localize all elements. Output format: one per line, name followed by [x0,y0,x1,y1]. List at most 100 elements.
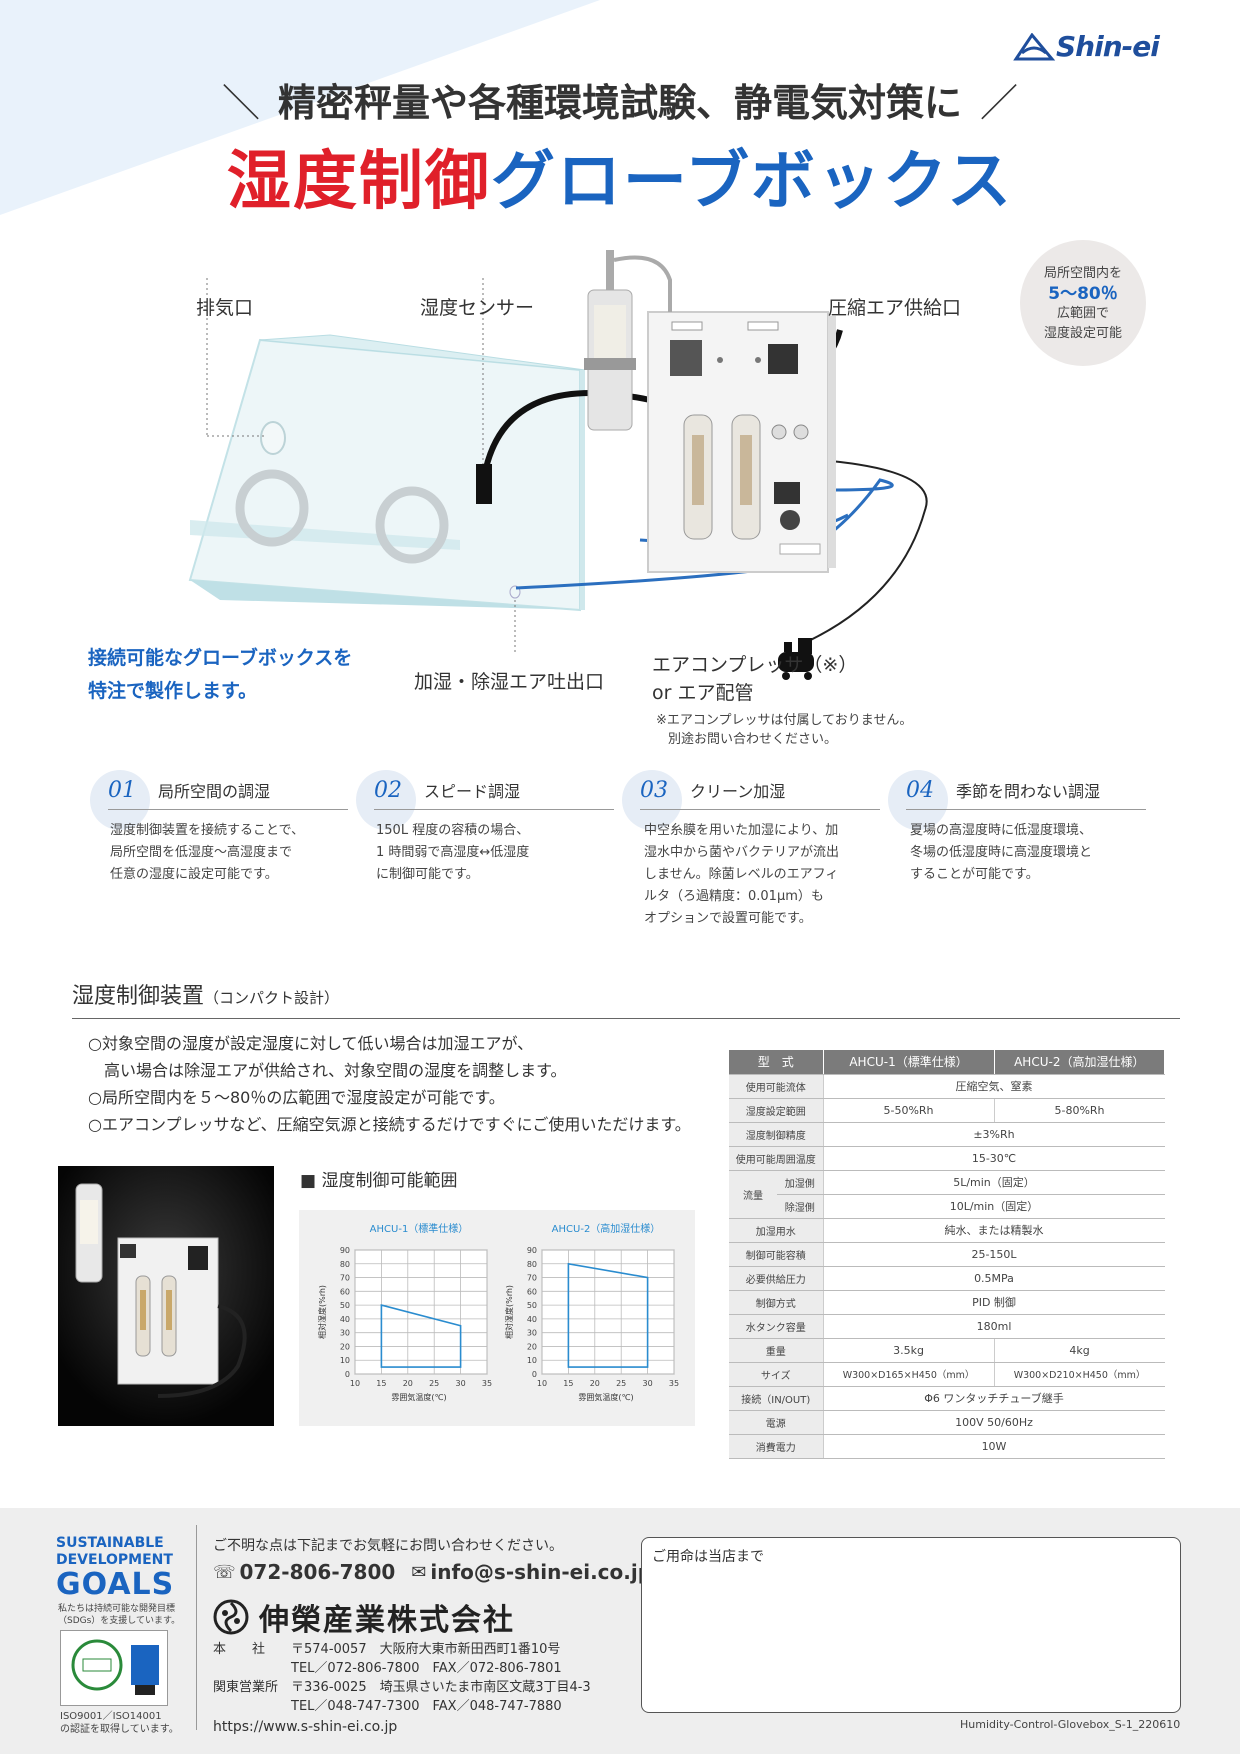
y-tick-label: 0 [532,1370,537,1379]
title-red-part: 湿度制御 [226,145,491,219]
table-row: 消費電力 10W [729,1434,1165,1459]
spec-subkey: 除湿側 [777,1194,823,1219]
y-tick-label: 80 [340,1260,350,1269]
hq-address: 〒574-0057 大阪府大東市新田西町1番10号 [291,1642,561,1657]
y-tick-label: 70 [527,1274,537,1283]
spec-value: 5-50%Rh [822,1098,995,1123]
bullet-item: ○局所空間内を５～80％の広範囲で湿度設定が可能です。 [88,1088,505,1107]
feature-title: スピード調湿 [424,782,521,801]
sdg-line1: SUSTAINABLE [56,1535,164,1551]
kanto-tel: TEL／048-747-7300 FAX／048-747-7880 [291,1699,562,1714]
custom-order-note: 接続可能なグローブボックスを 特注で製作します。 [88,642,352,708]
iso-badge-icon [71,1639,159,1695]
plot-area [541,1249,675,1375]
feature-line: 中空糸膜を用いた加湿により、加 [644,823,839,838]
range-polygon [380,1304,462,1368]
table-row: 電源 100V 50/60Hz [729,1410,1165,1435]
x-tick-label: 30 [643,1379,653,1388]
feature-bullets: ○対象空間の湿度が設定湿度に対して低い場合は加湿エアが、 高い場合は除湿エアが供… [88,1030,691,1138]
headline-right-slash: ／ [980,81,1019,125]
feature-line: オプションで設置可能です。 [644,911,812,926]
spec-key: 制御方式 [729,1290,823,1315]
spec-key: 使用可能流体 [729,1074,823,1099]
email-link[interactable]: info@s-shin-ei.co.jp [430,1560,653,1584]
y-tick-label: 60 [340,1287,350,1296]
x-tick-label: 20 [590,1379,600,1388]
humidity-range-badge: 局所空間内を 5～80％ 広範囲で 湿度設定可能 [1020,240,1146,366]
spec-value: ±3%Rh [822,1122,1165,1147]
spec-table: 型 式 AHCU-1（標準仕様） AHCU-2（高加湿仕様） 使用可能流体 圧縮… [729,1050,1166,1459]
feature-line: 150L 程度の容積の場合、 [376,823,530,838]
y-tick-label: 90 [340,1246,350,1255]
compressor-note-line2: 別途お問い合わせください。 [668,732,838,747]
spec-key: 必要供給圧力 [729,1266,823,1291]
section-title: 湿度制御装置（コンパクト設計） [72,978,339,1010]
dealer-label: ご用命は当店まで [652,1549,764,1565]
bullet-item: 高い場合は除湿エアが供給され、対象空間の湿度を調整します。 [88,1061,567,1080]
feature-circle [622,770,682,830]
feature-line: 局所空間を低湿度～高湿度まで [110,845,293,860]
x-tick-label: 15 [563,1379,573,1388]
spec-value: 15-30℃ [822,1146,1165,1171]
spec-header-cell: AHCU-2（高加湿仕様） [994,1050,1166,1075]
y-axis-label: 相対湿度(%rh) [504,1285,514,1339]
bullet-item: ○エアコンプレッサなど、圧縮空気源と接続するだけですぐにご使用いただけます。 [88,1115,691,1134]
hq-address-row: 本 社 〒574-0057 大阪府大東市新田西町1番10号 [213,1640,591,1659]
dealer-stamp-box: ご用命は当店まで [641,1537,1181,1713]
label-exhaust: 排気口 [196,297,254,319]
chart-title: AHCU-1（標準仕様） [370,1222,469,1235]
table-row: 接続（IN/OUT) Φ6 ワンタッチチューブ継手 [729,1386,1165,1411]
plot-area [354,1249,488,1375]
headline: ＼精密秤量や各種環境試験、静電気対策に／ [0,72,1240,127]
spec-key: 加湿用水 [729,1218,823,1243]
logo-mark-icon [1013,32,1056,60]
feature-line: 任意の湿度に設定可能です。 [110,867,278,882]
y-tick-label: 40 [340,1315,350,1324]
table-row: 流量 加湿側 5L/min（固定） [729,1170,1165,1219]
sdg-line2: DEVELOPMENT [56,1552,173,1568]
feature-title: 季節を問わない調湿 [956,782,1101,801]
feature-line: ルタ（ろ過精度：0.01μm）も [644,889,824,904]
bullet-item: ○対象空間の湿度が設定湿度に対して低い場合は加湿エアが、 [88,1034,534,1053]
sdg-logo: SUSTAINABLE DEVELOPMENT GOALS [56,1535,174,1601]
x-tick-label: 10 [537,1379,547,1388]
table-row: 湿度制御精度 ±3%Rh [729,1122,1165,1147]
label-humidity-sensor: 湿度センサー [420,297,535,319]
glovebox-illustration [188,278,586,655]
x-tick-label: 25 [616,1379,626,1388]
phone-icon: ☏ [213,1561,236,1583]
section-title-main: 湿度制御装置 [72,984,205,1009]
y-tick-label: 10 [340,1356,350,1365]
company-logo: 伸榮産業株式会社 [213,1595,515,1639]
spec-key: 制御可能容積 [729,1242,823,1267]
sdg-note-line2: （SDGs）を支援しています。 [58,1616,181,1626]
feature-line: 湿度制御装置を接続することで、 [110,823,305,838]
sdg-note-line1: 私たちは持続可能な開発目標 [58,1604,176,1614]
spec-header-cell: AHCU-1（標準仕様） [823,1050,995,1075]
table-row: 除湿側 10L/min（固定） [729,1194,1165,1219]
spec-key: 湿度制御精度 [729,1122,823,1147]
table-row: 制御可能容積 25-150L [729,1242,1165,1267]
feature-line: することが可能です。 [910,867,1039,882]
table-row: 使用可能周囲温度 15-30℃ [729,1146,1165,1171]
spec-value: Φ6 ワンタッチチューブ継手 [822,1386,1165,1411]
feature-title: 局所空間の調湿 [158,782,271,801]
website-link[interactable]: https://www.s-shin-ei.co.jp [213,1719,398,1735]
y-tick-label: 10 [527,1356,537,1365]
filter-column [584,250,672,431]
spec-subkey: 加湿側 [777,1170,823,1195]
hq-label: 本 社 [213,1642,266,1657]
custom-order-line2: 特注で製作します。 [88,680,258,702]
phone-link[interactable]: 072-806-7800 [239,1560,396,1584]
feature-circle [90,770,150,830]
spec-key: 接続（IN/OUT) [729,1386,823,1411]
company-name: 伸榮産業株式会社 [259,1603,515,1638]
table-row: 制御方式 PID 制御 [729,1290,1165,1315]
y-tick-label: 90 [527,1246,537,1255]
badge-line1: 局所空間内を [1043,266,1122,281]
company-mark-icon [213,1599,249,1635]
